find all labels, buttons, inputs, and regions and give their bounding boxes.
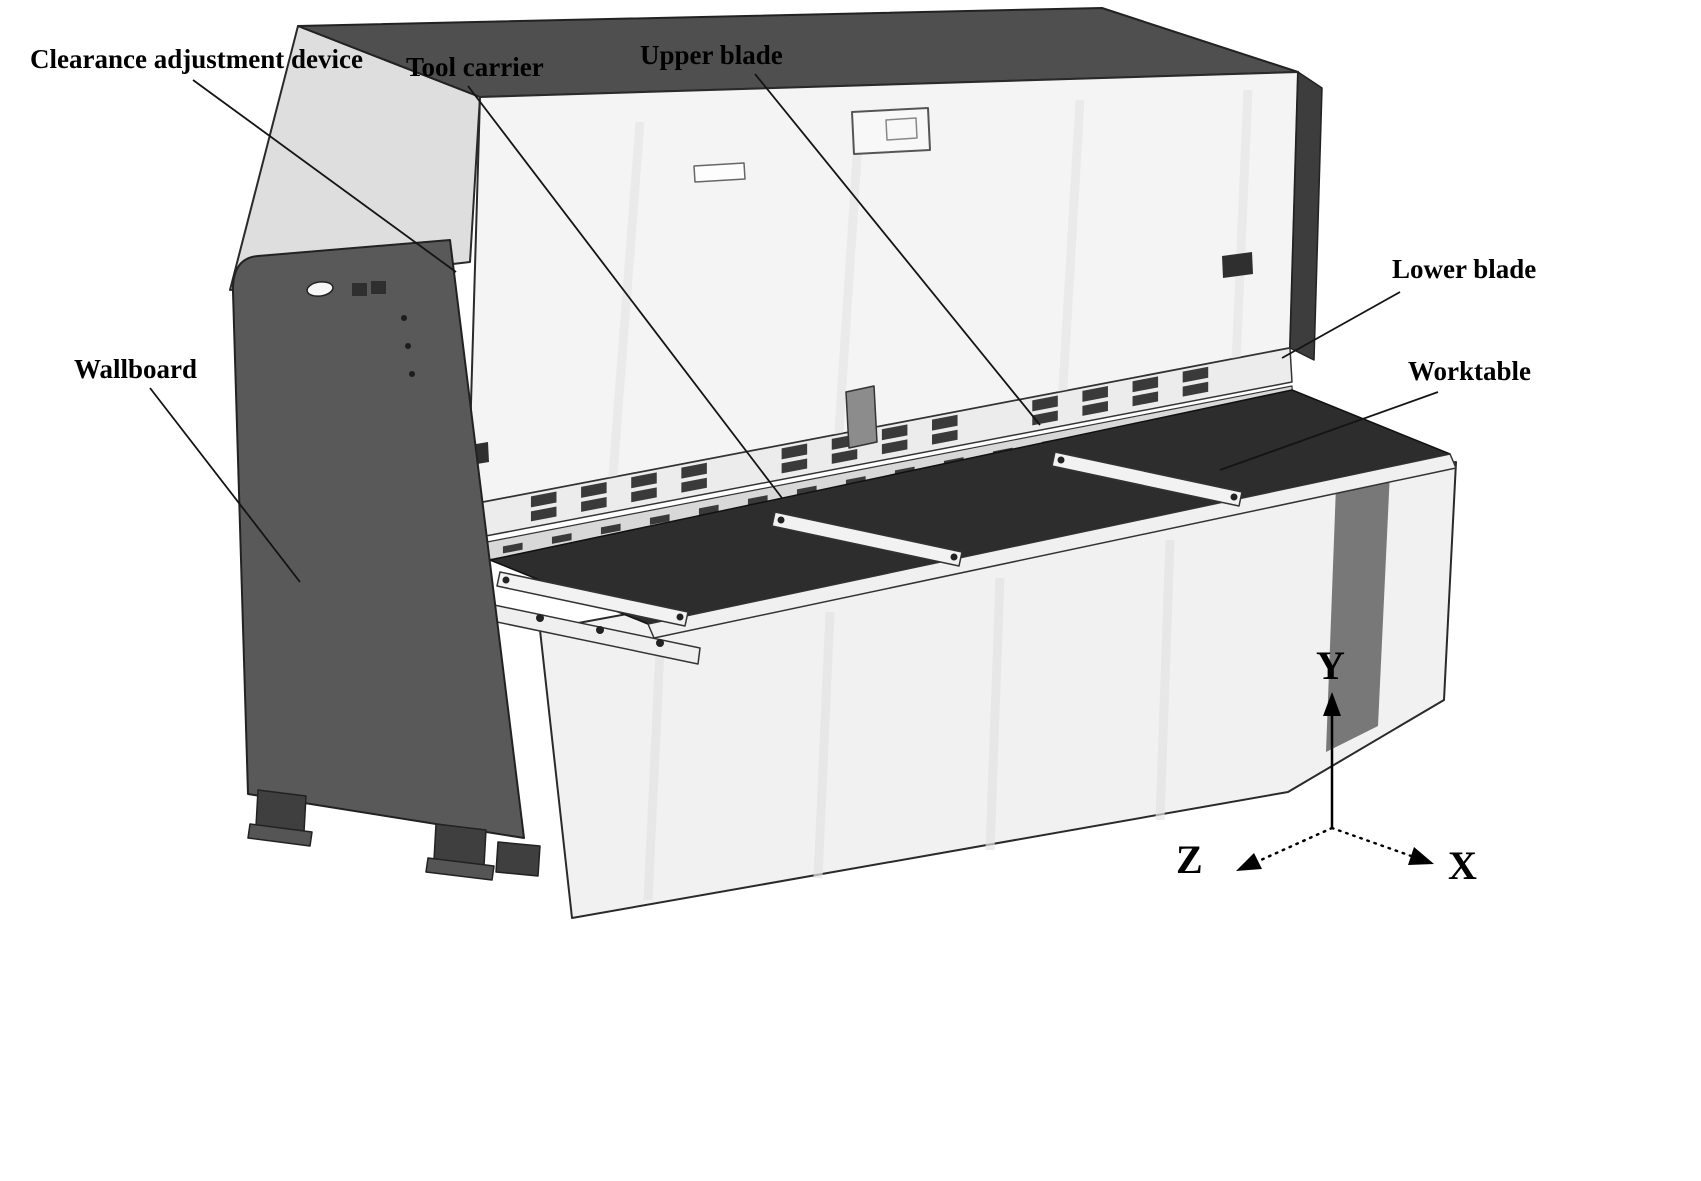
- lower-body-shading: [643, 539, 1175, 901]
- support-arm-bolts: [502, 456, 1238, 621]
- leader-wallboard: [149, 387, 301, 583]
- axis-y-label: Y: [1316, 643, 1345, 688]
- leader-worktable: [1219, 391, 1439, 471]
- axis-y-arrowhead: [1323, 692, 1341, 716]
- support-arm-2: [771, 511, 963, 567]
- foot-1-base: [247, 823, 313, 847]
- tool-carrier-louvers-row2: [530, 381, 1209, 522]
- wallboard-slot-1: [352, 283, 367, 296]
- foot-3: [495, 841, 541, 877]
- support-arms: [496, 451, 1243, 627]
- top-access-plate: [693, 162, 746, 183]
- tool-carrier-center-clamp: [845, 385, 878, 449]
- label-worktable: Worktable: [1408, 356, 1532, 386]
- right-edge-panel: [1289, 71, 1323, 361]
- leader-clearance-adjustment-device: [192, 79, 457, 273]
- axis-x-arrowhead: [1408, 847, 1434, 865]
- axis-x-line: [1330, 826, 1416, 859]
- axis-z-line: [1250, 826, 1334, 866]
- wallboard-panel: [231, 239, 525, 839]
- foot-2-base: [425, 857, 495, 881]
- leader-upper-blade: [754, 73, 1041, 426]
- label-upper-blade: Upper blade: [640, 40, 783, 70]
- support-arm-3: [1051, 451, 1243, 507]
- leader-lower-blade: [1281, 291, 1401, 359]
- name-plate-inner: [885, 117, 918, 141]
- label-clearance-adjustment-device: Clearance adjustment device: [30, 44, 363, 74]
- axis-z-label: Z: [1176, 837, 1203, 882]
- support-arm-1: [496, 571, 689, 627]
- label-lower-blade: Lower blade: [1392, 254, 1537, 284]
- axis-z-arrowhead: [1236, 853, 1262, 871]
- wallboard-handle-hole: [306, 281, 334, 297]
- coordinate-axes: [1236, 692, 1434, 871]
- axis-x-label: X: [1448, 843, 1477, 888]
- name-plate: [851, 107, 931, 155]
- wallboard-marks: [401, 315, 415, 377]
- lower-body-right-shadow: [1326, 472, 1390, 752]
- upper-panel-shading: [607, 89, 1253, 489]
- leader-lines: [149, 73, 1439, 583]
- hinge-block-right: [1222, 252, 1253, 278]
- label-wallboard: Wallboard: [74, 354, 198, 384]
- machine-body: [229, 7, 1457, 919]
- worktable-front-rim: [647, 453, 1457, 639]
- wallboard-slot-2: [371, 281, 386, 294]
- label-tool-carrier: Tool carrier: [406, 52, 544, 82]
- machine-feet: [247, 789, 541, 881]
- leader-tool-carrier: [467, 85, 783, 499]
